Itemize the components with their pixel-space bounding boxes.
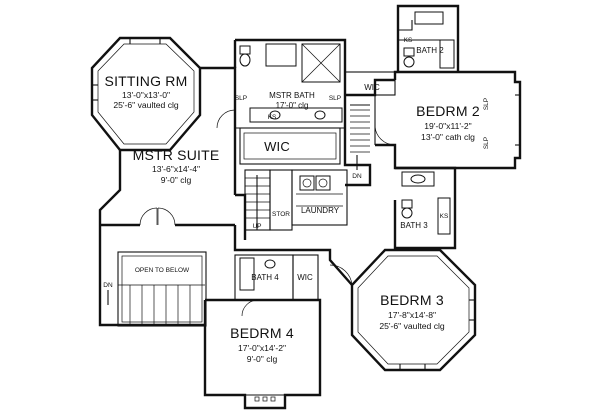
mstr-bath-ceiling: 17'-0" clg: [276, 101, 309, 110]
dn-label-hall: DN: [352, 173, 362, 180]
wic-bedrm4-name: WIC: [297, 273, 313, 282]
lower-stair: [235, 169, 271, 240]
bedrm4-name: BEDRM 4: [230, 325, 294, 341]
bedroom-4: [203, 298, 322, 410]
ks-label-mstr: KS: [268, 114, 277, 121]
slp-label-right: SLP: [329, 95, 341, 102]
room-labels: SITTING RM 13'-0"x13'-0" 25'-6" vaulted …: [103, 37, 490, 364]
bedrm4-size: 17'-0"x14'-2": [238, 343, 286, 353]
ks-label-bath3: KS: [440, 213, 449, 220]
bedrm4-ceiling: 9'-0" clg: [247, 354, 278, 364]
bath3-name: BATH 3: [400, 221, 428, 230]
stor-name: STOR: [272, 211, 290, 218]
bedrm2-name: BEDRM 2: [416, 103, 480, 119]
sitting-rm-ceiling: 25'-6" vaulted clg: [113, 100, 179, 110]
wic-bedrm2-name: WIC: [364, 83, 380, 92]
sitting-rm-name: SITTING RM: [105, 73, 188, 89]
sitting-room: [90, 36, 202, 152]
dn-label-main: DN: [103, 282, 113, 289]
bedrm3-name: BEDRM 3: [380, 292, 444, 308]
mstr-suite-ceiling: 9'-0" clg: [161, 175, 192, 185]
laundry: [291, 169, 348, 226]
walk-in-closet-bedrm2: [344, 71, 396, 96]
wic-main-name: WIC: [264, 139, 290, 154]
bedroom-2: [374, 70, 522, 170]
bath-2: [396, 4, 460, 72]
bath2-name: BATH 2: [416, 46, 444, 55]
open-to-below-label: OPEN TO BELOW: [135, 267, 190, 274]
sitting-rm-size: 13'-0"x13'-0": [122, 90, 170, 100]
slp-label-bedrm2-bottom: SLP: [483, 137, 490, 149]
storage: [269, 169, 293, 231]
bath-4: [234, 254, 294, 301]
bedrm3-size: 17'-8"x14'-8": [388, 310, 436, 320]
bedrm2-ceiling: 13'-0" cath clg: [421, 132, 475, 142]
slp-label-left: SLP: [235, 95, 247, 102]
mstr-suite-name: MSTR SUITE: [133, 147, 220, 163]
bedrm3-ceiling: 25'-6" vaulted clg: [379, 321, 445, 331]
bedrm2-size: 19'-0"x11'-2": [424, 121, 471, 131]
up-label-stair: UP: [252, 223, 261, 230]
mstr-suite-size: 13'-6"x14'-4": [152, 164, 200, 174]
bath-3: [393, 166, 457, 250]
stair-hall: [343, 78, 395, 187]
walk-in-closet-main: [239, 127, 341, 165]
slp-label-bedrm2-top: SLP: [483, 98, 490, 110]
ks-label-bath2: KS: [404, 37, 413, 44]
bath4-name: BATH 4: [251, 273, 279, 282]
master-bath: [233, 38, 347, 129]
mstr-bath-name: MSTR BATH: [269, 91, 315, 100]
hall-open-to-below: [98, 225, 353, 327]
laundry-name: LAUNDRY: [301, 206, 340, 215]
